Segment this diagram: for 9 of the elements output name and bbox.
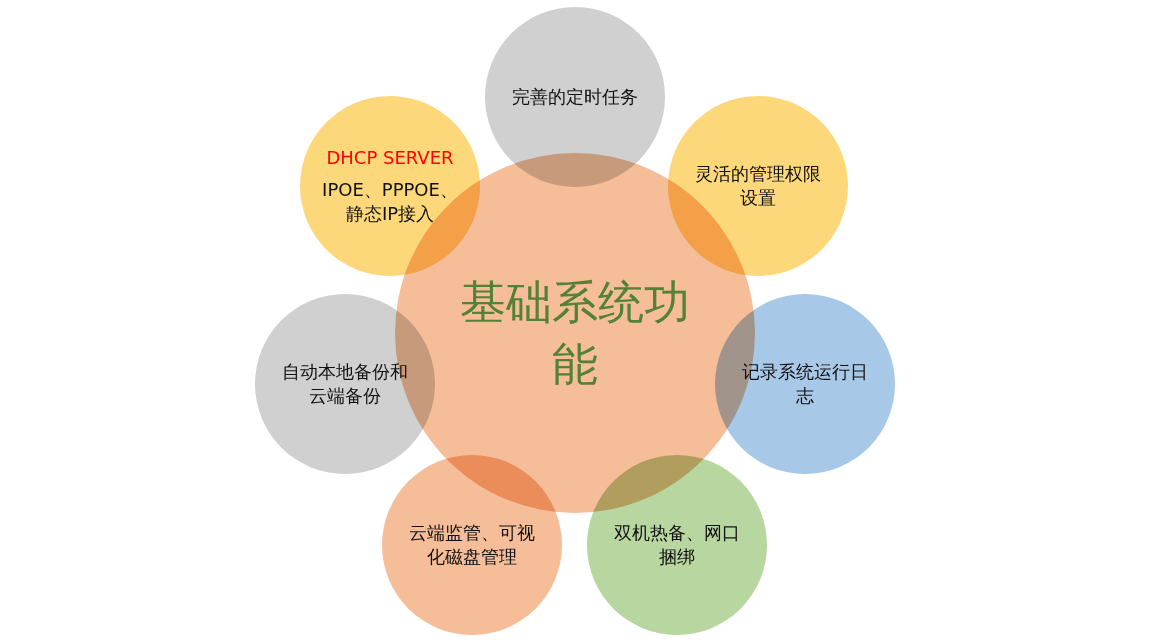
node-text: 自动本地备份和云端备份 (281, 360, 409, 408)
center-title: 基础系统功能 (460, 274, 690, 393)
node-text: 云端监管、可视化磁盘管理 (408, 521, 536, 569)
node-text: 双机热备、网口捆绑 (613, 521, 741, 569)
node-text: 灵活的管理权限设置 (694, 162, 822, 210)
node-text: IPOE、PPPOE、静态IP接入 (321, 178, 459, 226)
node-text: DHCP SERVER (326, 146, 454, 170)
node-text: 记录系统运行日志 (741, 360, 869, 408)
node-text: 完善的定时任务 (512, 85, 638, 109)
